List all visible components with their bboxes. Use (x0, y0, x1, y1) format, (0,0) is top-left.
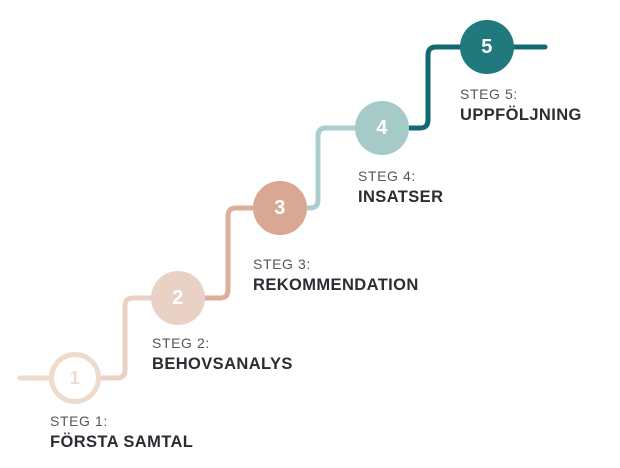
step-5-circle: 5 (460, 20, 514, 74)
step-3-label: STEG 3: (253, 256, 311, 272)
step-4-text: STEG 4: INSATSER (358, 168, 443, 208)
step-2-label: STEG 2: (152, 335, 210, 351)
step-5-text: STEG 5: UPPFÖLJNING (460, 86, 582, 126)
connector-step4-step5 (379, 44, 490, 131)
step-5-label: STEG 5: (460, 86, 518, 102)
step-1-label: STEG 1: (50, 413, 108, 429)
step-5-title: UPPFÖLJNING (460, 105, 582, 124)
connector-step3-step4 (277, 125, 385, 211)
step-4-number: 4 (376, 117, 388, 139)
step-4-label: STEG 4: (358, 168, 416, 184)
step-3-title: REKOMMENDATION (253, 275, 419, 294)
step-2-circle: 2 (151, 271, 205, 325)
step-4-title: INSATSER (358, 187, 444, 206)
step-3-circle: 3 (253, 181, 307, 235)
step-1-number: 1 (69, 368, 81, 388)
step-1-circle: 1 (49, 352, 101, 404)
step-2-text: STEG 2: BEHOVSANALYS (152, 335, 293, 375)
step-5-number: 5 (481, 36, 493, 58)
step-3-text: STEG 3: REKOMMENDATION (253, 256, 419, 296)
step-2-number: 2 (172, 287, 184, 309)
step-4-circle: 4 (355, 101, 409, 155)
step-3-number: 3 (274, 197, 286, 219)
connector-step1-step2 (72, 295, 181, 381)
step-1-text: STEG 1: FÖRSTA SAMTAL (50, 413, 193, 453)
connector-step2-step3 (175, 205, 283, 301)
step-2-title: BEHOVSANALYS (152, 354, 293, 373)
step-1-title: FÖRSTA SAMTAL (50, 432, 194, 451)
